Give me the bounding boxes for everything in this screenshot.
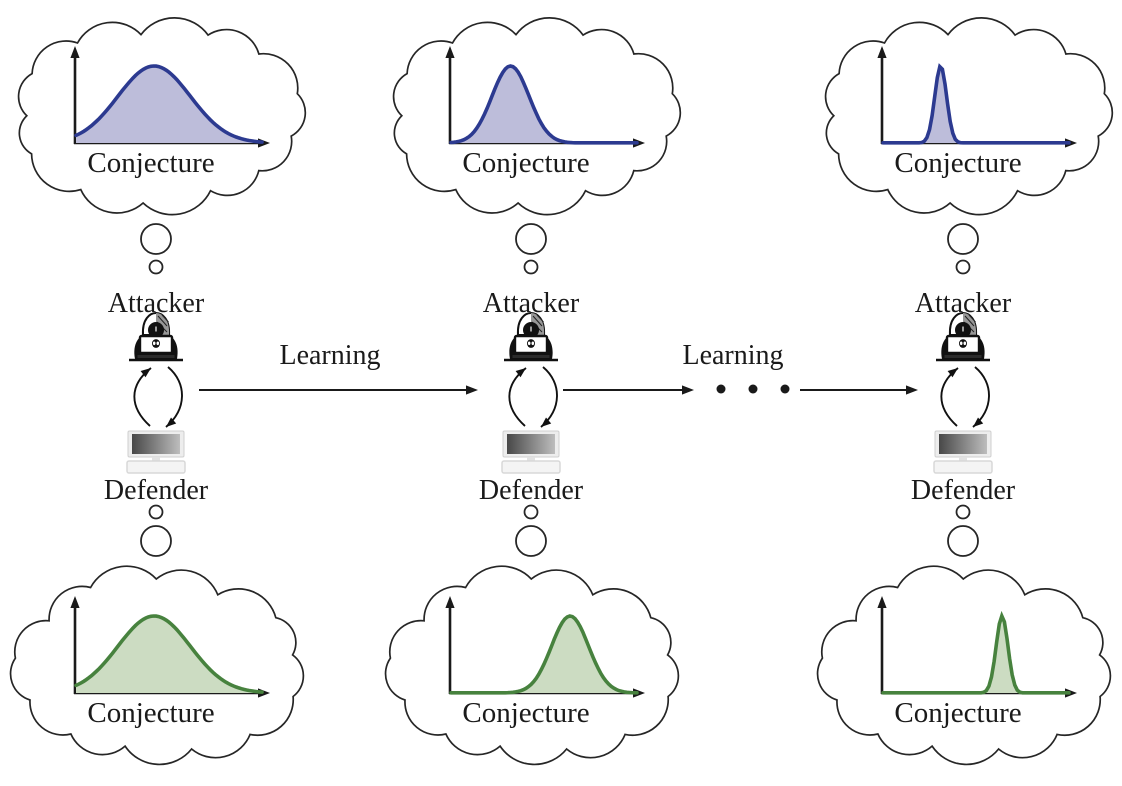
attacker-conjecture-distribution-curve bbox=[74, 64, 264, 144]
thought-tail-bubble bbox=[947, 223, 979, 255]
ellipsis-dot bbox=[780, 384, 790, 394]
thought-cloud bbox=[824, 17, 1114, 216]
thought-tail-bubble bbox=[955, 259, 971, 275]
conjecture-label: Conjecture bbox=[87, 147, 214, 179]
interaction-arrow-down bbox=[972, 366, 990, 428]
defender-computer-icon bbox=[126, 430, 186, 474]
ellipsis-dot bbox=[716, 384, 726, 394]
thought-cloud bbox=[816, 565, 1112, 766]
attacker-conjecture-distribution-fill bbox=[76, 66, 262, 143]
attacker-hacker-icon bbox=[936, 312, 990, 362]
attacker-conjecture-distribution-curve bbox=[449, 64, 639, 145]
axis-y-arrowhead-icon bbox=[445, 46, 455, 58]
skull-icon bbox=[959, 339, 967, 348]
attacker-hacker-icon bbox=[504, 312, 558, 362]
defender-conjecture-distribution-curve bbox=[74, 614, 264, 694]
hacker-laptop-base bbox=[136, 354, 176, 359]
hacker-laptop-base bbox=[943, 354, 983, 359]
conjecture-label: Conjecture bbox=[462, 147, 589, 179]
ellipsis-dot bbox=[748, 384, 758, 394]
thought-tail-bubble bbox=[515, 525, 547, 557]
interaction-arrow-up bbox=[133, 367, 152, 427]
axis-y-arrowhead-icon bbox=[445, 596, 455, 608]
axis-x-arrowhead-icon bbox=[1065, 138, 1077, 148]
interaction-arrow-up bbox=[508, 367, 527, 427]
defender-conjecture-distribution-fill bbox=[451, 616, 637, 693]
learning-connector: Learning bbox=[199, 340, 478, 395]
defender-label: Defender bbox=[104, 475, 209, 506]
thought-tail-bubble bbox=[140, 525, 172, 557]
skull-eye-icon bbox=[152, 341, 156, 346]
defender-computer-icon bbox=[501, 430, 561, 474]
hacker-laptop-base bbox=[511, 354, 551, 359]
defender-conjecture-distribution-curve bbox=[881, 610, 1071, 695]
learning-label: Learning bbox=[682, 340, 783, 371]
interaction-arrow-down bbox=[540, 366, 558, 428]
interaction-arrow-down-head-icon bbox=[973, 417, 984, 427]
monitor-stand bbox=[527, 457, 535, 461]
learning-connector: Learning bbox=[563, 340, 918, 395]
conjecture-label: Conjecture bbox=[87, 697, 214, 729]
skull-eye-icon bbox=[963, 341, 967, 346]
keyboard bbox=[126, 460, 186, 474]
axis-x-arrowhead-icon bbox=[633, 688, 645, 698]
defender-label: Defender bbox=[479, 475, 584, 506]
thought-cloud bbox=[384, 565, 680, 766]
skull-eye-icon bbox=[531, 341, 535, 346]
attacker-conjecture-distribution-curve bbox=[881, 63, 1071, 145]
monitor-screen bbox=[132, 434, 180, 454]
interaction-arrow-up-head-icon bbox=[140, 368, 151, 378]
defender-conjecture-distribution-fill bbox=[76, 616, 262, 693]
thought-tail-bubble bbox=[947, 525, 979, 557]
monitor-stand bbox=[959, 457, 967, 461]
defender-label: Defender bbox=[911, 475, 1016, 506]
skull-icon bbox=[152, 339, 160, 348]
axis-y-arrowhead-icon bbox=[877, 596, 887, 608]
thought-tail-bubble bbox=[523, 504, 539, 520]
learning-label: Learning bbox=[279, 340, 380, 371]
interaction-arrow-down-head-icon bbox=[166, 417, 177, 427]
axis-x-arrowhead-icon bbox=[633, 138, 645, 148]
monitor-screen bbox=[507, 434, 555, 454]
defender-conjecture-distribution-curve bbox=[449, 614, 639, 695]
interaction-arrow-up-head-icon bbox=[947, 368, 958, 378]
thought-tail-bubble bbox=[955, 504, 971, 520]
learning-arrow-head-icon bbox=[906, 385, 918, 395]
interaction-arrow-up bbox=[940, 367, 959, 427]
defender-computer-icon bbox=[933, 430, 993, 474]
thought-tail-bubble bbox=[148, 259, 164, 275]
monitor-screen bbox=[939, 434, 987, 454]
conjecture-label: Conjecture bbox=[462, 697, 589, 729]
axis-y-arrowhead-icon bbox=[877, 46, 887, 58]
thought-tail-bubble bbox=[515, 223, 547, 255]
interaction-arrow-up-head-icon bbox=[515, 368, 526, 378]
conjecture-label: Conjecture bbox=[894, 697, 1021, 729]
interaction-arrow-down-head-icon bbox=[541, 417, 552, 427]
thought-tail-bubble bbox=[148, 504, 164, 520]
conjecture-label: Conjecture bbox=[894, 147, 1021, 179]
skull-eye-icon bbox=[959, 341, 963, 346]
skull-icon bbox=[527, 339, 535, 348]
axis-y-arrowhead-icon bbox=[70, 46, 80, 58]
keyboard bbox=[933, 460, 993, 474]
interaction-arrow-down bbox=[165, 366, 183, 428]
skull-eye-icon bbox=[156, 341, 160, 346]
learning-arrow-head-icon bbox=[682, 385, 694, 395]
monitor-stand bbox=[152, 457, 160, 461]
keyboard bbox=[501, 460, 561, 474]
thought-tail-bubble bbox=[523, 259, 539, 275]
axis-y-arrowhead-icon bbox=[70, 596, 80, 608]
skull-eye-icon bbox=[527, 341, 531, 346]
axis-x-arrowhead-icon bbox=[1065, 688, 1077, 698]
learning-arrow-head-icon bbox=[466, 385, 478, 395]
attacker-hacker-icon bbox=[129, 312, 183, 362]
thought-tail-bubble bbox=[140, 223, 172, 255]
